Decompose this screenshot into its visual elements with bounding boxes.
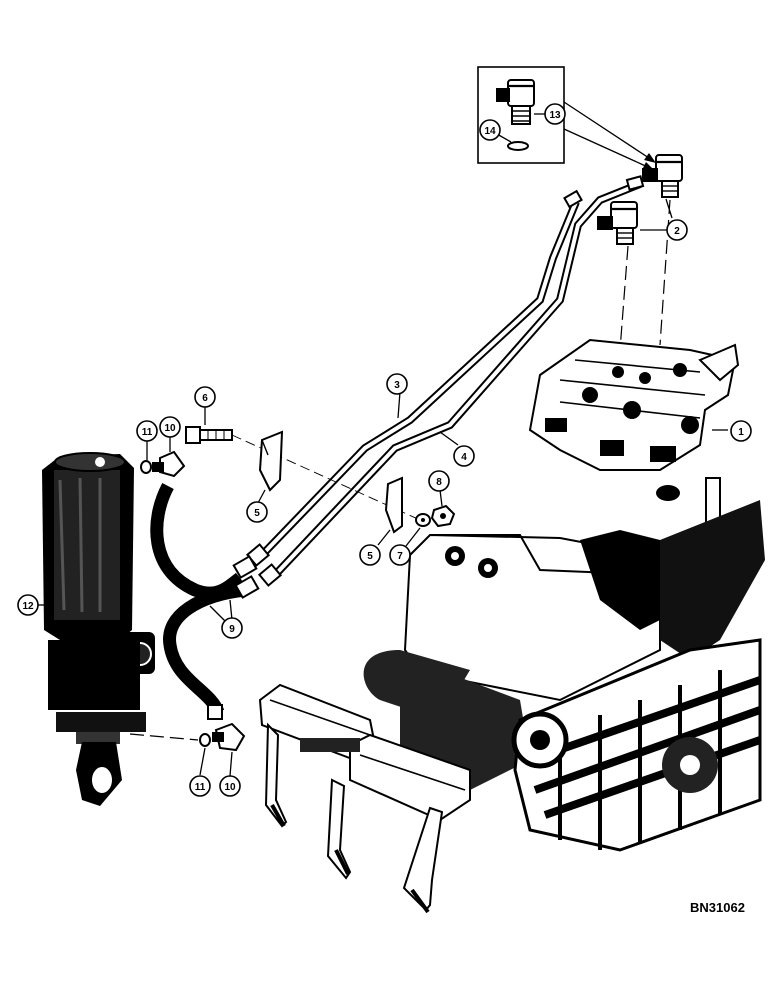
callout-6-label: 6 (202, 393, 208, 404)
callout-9: 9 (221, 617, 243, 639)
hose-lower (163, 575, 260, 720)
callout-6: 6 (194, 386, 216, 408)
inset-elbow-fitting (496, 79, 535, 125)
callout-10-lower: 10 (219, 775, 241, 797)
callout-3-label: 3 (394, 380, 400, 391)
callout-11-upper: 11 (136, 420, 158, 442)
callout-11-lower-label: 11 (195, 782, 206, 793)
callout-10-upper-label: 10 (164, 423, 176, 434)
tube-3 (245, 189, 583, 567)
reference-code: BN31062 (690, 900, 745, 915)
callout-2-label: 2 (674, 226, 680, 237)
hex-nut (430, 504, 456, 528)
callout-1: 1 (730, 420, 752, 442)
callout-10-lower-label: 10 (224, 782, 236, 793)
tube-4 (257, 175, 645, 587)
clamp-bracket-upper (258, 430, 284, 492)
callout-5-upper-label: 5 (254, 508, 260, 519)
callout-7: 7 (389, 544, 411, 566)
callout-7-label: 7 (397, 551, 403, 562)
callout-5-lower-label: 5 (367, 551, 373, 562)
callout-3: 3 (386, 373, 408, 395)
callout-2: 2 (666, 219, 688, 241)
callout-9-label: 9 (229, 624, 235, 635)
inset-arrows (563, 101, 656, 170)
callout-14: 14 (479, 119, 501, 141)
lock-washer (415, 513, 431, 527)
callout-4-label: 4 (461, 452, 467, 463)
callout-4: 4 (453, 445, 475, 467)
callout-14-label: 14 (484, 126, 496, 137)
elbow-fitting-upper (642, 154, 683, 198)
callout-13: 13 (544, 103, 566, 125)
o-ring-cylinder-bottom (199, 733, 211, 747)
callout-8: 8 (428, 470, 450, 492)
callout-5-upper: 5 (246, 501, 268, 523)
callout-8-label: 8 (436, 477, 442, 488)
inset-o-ring (507, 141, 529, 151)
hose-upper (150, 482, 258, 600)
tractor (258, 477, 765, 914)
callout-11-lower: 11 (189, 775, 211, 797)
clamp-bracket-lower (384, 476, 403, 534)
hydraulic-cylinder (42, 452, 155, 806)
callout-12: 12 (17, 594, 39, 616)
callout-10-upper: 10 (159, 416, 181, 438)
elbow-fitting-lower (597, 201, 638, 245)
elbow-fitting-cylinder-bottom (212, 722, 246, 752)
elbow-fitting-cylinder-top (152, 450, 186, 478)
callout-1-label: 1 (738, 427, 744, 438)
o-ring-cylinder-top (140, 460, 152, 474)
callout-5-lower: 5 (359, 544, 381, 566)
bolt (185, 426, 233, 444)
callout-12-label: 12 (22, 601, 34, 612)
callout-13-label: 13 (549, 110, 561, 121)
callout-11-upper-label: 11 (142, 427, 153, 438)
control-valve (528, 338, 740, 471)
